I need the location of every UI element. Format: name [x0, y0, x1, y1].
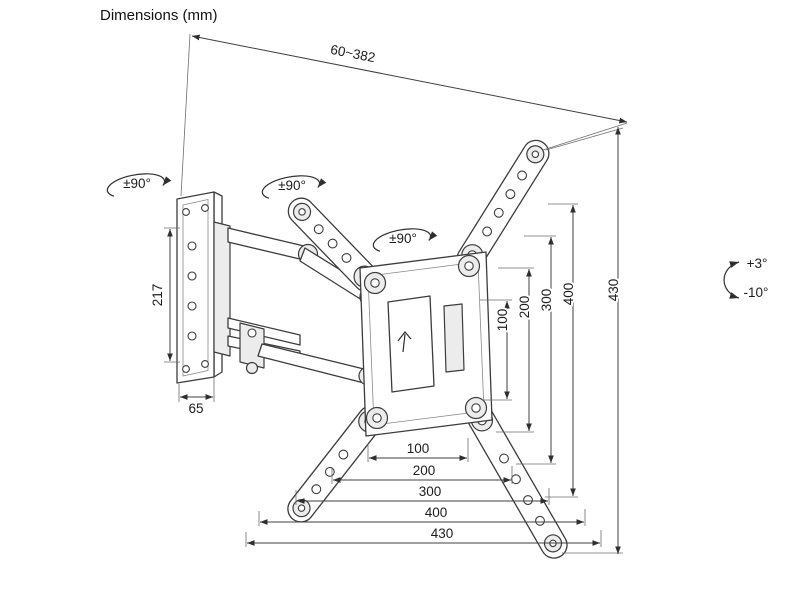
dim-vesa-vertical-300: 300	[516, 235, 556, 465]
dim-vesa-vertical-200: 200	[496, 267, 534, 433]
tilt-indicator: +3° -10°	[723, 254, 770, 302]
dim-wall-plate-width: 65	[178, 378, 215, 418]
dim-vesa-horizontal-400: 400	[258, 503, 586, 526]
dim-vesa-horizontal-100-label: 100	[407, 441, 430, 456]
articulating-arm	[213, 221, 381, 386]
page-title: Dimensions (mm)	[100, 7, 218, 24]
up-arrow-icon	[397, 331, 412, 353]
dim-vesa-horizontal-430: 430	[245, 524, 602, 547]
dim-extension-range-label: 60~382	[329, 42, 376, 65]
dim-vesa-vertical-430: 430	[545, 127, 624, 554]
swivel-label-elbow: ±90°	[278, 178, 306, 193]
dim-vesa-horizontal-430-label: 430	[431, 526, 454, 541]
swivel-indicator-elbow: ±90°	[261, 175, 327, 199]
swivel-indicator-plate: ±90°	[372, 228, 438, 252]
swivel-label-plate: ±90°	[389, 231, 417, 246]
dim-wall-plate-width-label: 65	[188, 401, 203, 416]
dim-vesa-vertical-300-label: 300	[539, 289, 554, 312]
dim-vesa-vertical-400: 400	[545, 203, 578, 498]
dim-vesa-horizontal-400-label: 400	[425, 505, 448, 520]
dim-vesa-vertical-100: 100	[480, 299, 512, 401]
swivel-indicator-wall: ±90°	[106, 173, 172, 197]
tilt-up-label: +3°	[747, 256, 768, 271]
dim-vesa-horizontal-200-label: 200	[413, 463, 436, 478]
dim-extension-range: 60~382	[180, 33, 628, 197]
dim-vesa-horizontal-200: 200	[331, 461, 513, 484]
dim-vesa-horizontal-300: 300	[295, 482, 550, 505]
tilt-down-label: -10°	[744, 285, 769, 300]
dim-vesa-vertical-200-label: 200	[517, 296, 532, 319]
dim-wall-plate-height-label: 217	[150, 284, 165, 307]
vesa-arm-bottom-right	[466, 403, 568, 559]
dim-vesa-horizontal-100: 100	[367, 438, 469, 462]
vesa-center-plate	[359, 251, 493, 437]
dim-vesa-vertical-430-label: 430	[606, 279, 621, 302]
dim-vesa-vertical-400-label: 400	[561, 283, 576, 306]
dim-wall-plate-height: 217	[148, 227, 180, 363]
dim-vesa-vertical-100-label: 100	[495, 309, 510, 332]
dim-vesa-horizontal-300-label: 300	[419, 484, 442, 499]
swivel-label-wall: ±90°	[123, 176, 151, 191]
